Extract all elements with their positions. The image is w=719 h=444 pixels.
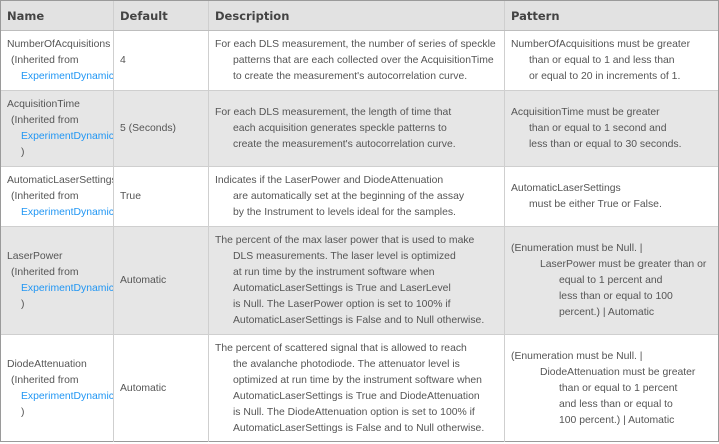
pattern-cell: (Enumeration must be Null. | DiodeAttenua… [505, 335, 718, 442]
default-value: True [120, 190, 141, 202]
option-name: AutomaticLaserSettings [7, 174, 114, 186]
description-line: The percent of scattered signal that is … [215, 342, 467, 354]
default-cell: 5 (Seconds) [114, 91, 209, 166]
description-line: optimized at run time by the instrument … [233, 374, 482, 386]
pattern-line: and less than or equal to [559, 398, 673, 410]
pattern-line: or equal to 20 in increments of 1. [529, 70, 681, 82]
description-line: AutomaticLaserSettings is False and to N… [233, 314, 485, 326]
description-line: is Null. The LaserPower option is set to… [233, 298, 451, 310]
description-line: The percent of the max laser power that … [215, 234, 475, 246]
header-name: Name [1, 1, 114, 30]
description-line: by the Instrument to levels ideal for th… [233, 206, 456, 218]
description-cell: For each DLS measurement, the number of … [209, 31, 505, 90]
inherited-label: (Inherited from [11, 374, 79, 386]
inherited-link[interactable]: ExperimentDynamicL [21, 130, 114, 142]
pattern-line: NumberOfAcquisitions must be greater [511, 38, 691, 50]
description-line: are automatically set at the beginning o… [233, 190, 465, 202]
description-cell: Indicates if the LaserPower and DiodeAtt… [209, 167, 505, 226]
pattern-cell: (Enumeration must be Null. | LaserPower m… [505, 227, 718, 334]
description-line: at run time by the instrument software w… [233, 266, 435, 278]
default-value: 5 (Seconds) [120, 122, 177, 134]
default-cell: Automatic [114, 335, 209, 442]
pattern-cell: AcquisitionTime must be greater than or e… [505, 91, 718, 166]
pattern-line: (Enumeration must be Null. | [511, 350, 643, 362]
pattern-line: 100 percent.) | Automatic [559, 414, 675, 426]
pattern-line: than or equal to 1 and less than [529, 54, 675, 66]
default-value: 4 [120, 54, 126, 66]
option-name: LaserPower [7, 250, 63, 262]
inherited-label: (Inherited from [11, 266, 79, 278]
description-line: is Null. The DiodeAttenuation option is … [233, 406, 475, 418]
inherited-link[interactable]: ExperimentDynamicL [21, 206, 114, 218]
description-line: For each DLS measurement, the length of … [215, 106, 452, 118]
default-value: Automatic [120, 382, 167, 394]
inherited-label: (Inherited from [11, 54, 79, 66]
description-line: AutomaticLaserSettings is True and Laser… [233, 282, 451, 294]
pattern-line: (Enumeration must be Null. | [511, 242, 643, 254]
inherited-link[interactable]: ExperimentDynamicL [21, 282, 114, 294]
table-header: Name Default Description Pattern [1, 1, 718, 31]
description-line: the avalanche photodiode. The attenuator… [233, 358, 460, 370]
option-name: AcquisitionTime [7, 98, 80, 110]
pattern-cell: AutomaticLaserSettings must be either Tru… [505, 167, 718, 226]
description-line: AutomaticLaserSettings is False and to N… [233, 422, 485, 434]
description-line: DLS measurements. The laser level is opt… [233, 250, 456, 262]
description-line: each acquisition generates speckle patte… [233, 122, 447, 134]
inherited-suffix: ) [21, 406, 25, 418]
description-cell: For each DLS measurement, the length of … [209, 91, 505, 166]
description-line: patterns that are each collected over th… [233, 54, 494, 66]
inherited-label: (Inherited from [11, 114, 79, 126]
option-name: DiodeAttenuation [7, 358, 87, 370]
description-line: AutomaticLaserSettings is True and Diode… [233, 390, 480, 402]
pattern-line: LaserPower must be greater than or [540, 258, 707, 270]
header-pattern: Pattern [511, 8, 560, 23]
pattern-cell: NumberOfAcquisitions must be greater than… [505, 31, 718, 90]
inherited-link[interactable]: ExperimentDynamicL [21, 390, 114, 402]
pattern-line: equal to 1 percent and [559, 274, 663, 286]
pattern-line: than or equal to 1 second and [529, 122, 667, 134]
default-cell: True [114, 167, 209, 226]
description-cell: The percent of the max laser power that … [209, 227, 505, 334]
pattern-line: less than or equal to 30 seconds. [529, 138, 682, 150]
header-default: Default [114, 1, 209, 30]
inherited-suffix: ) [21, 146, 25, 158]
inherited-label: (Inherited from [11, 190, 79, 202]
pattern-line: must be either True or False. [529, 198, 662, 210]
description-line: create the measurement's autocorrelation… [233, 138, 456, 150]
default-cell: 4 [114, 31, 209, 90]
pattern-line: percent.) | Automatic [559, 306, 655, 318]
pattern-line: less than or equal to 100 [559, 290, 673, 302]
default-value: Automatic [120, 274, 167, 286]
pattern-line: DiodeAttenuation must be greater [540, 366, 696, 378]
inherited-suffix: ) [21, 298, 25, 310]
description-line: Indicates if the LaserPower and DiodeAtt… [215, 174, 444, 186]
description-cell: The percent of scattered signal that is … [209, 335, 505, 442]
pattern-line: than or equal to 1 percent [559, 382, 678, 394]
default-cell: Automatic [114, 227, 209, 334]
pattern-line: AutomaticLaserSettings [511, 182, 621, 194]
description-line: For each DLS measurement, the number of … [215, 38, 496, 50]
option-name: NumberOfAcquisitions [7, 38, 111, 50]
inherited-link[interactable]: ExperimentDynamicL [21, 70, 114, 82]
description-line: to create the measurement's autocorrelat… [233, 70, 468, 82]
pattern-line: AcquisitionTime must be greater [511, 106, 660, 118]
header-description: Description [209, 1, 505, 30]
